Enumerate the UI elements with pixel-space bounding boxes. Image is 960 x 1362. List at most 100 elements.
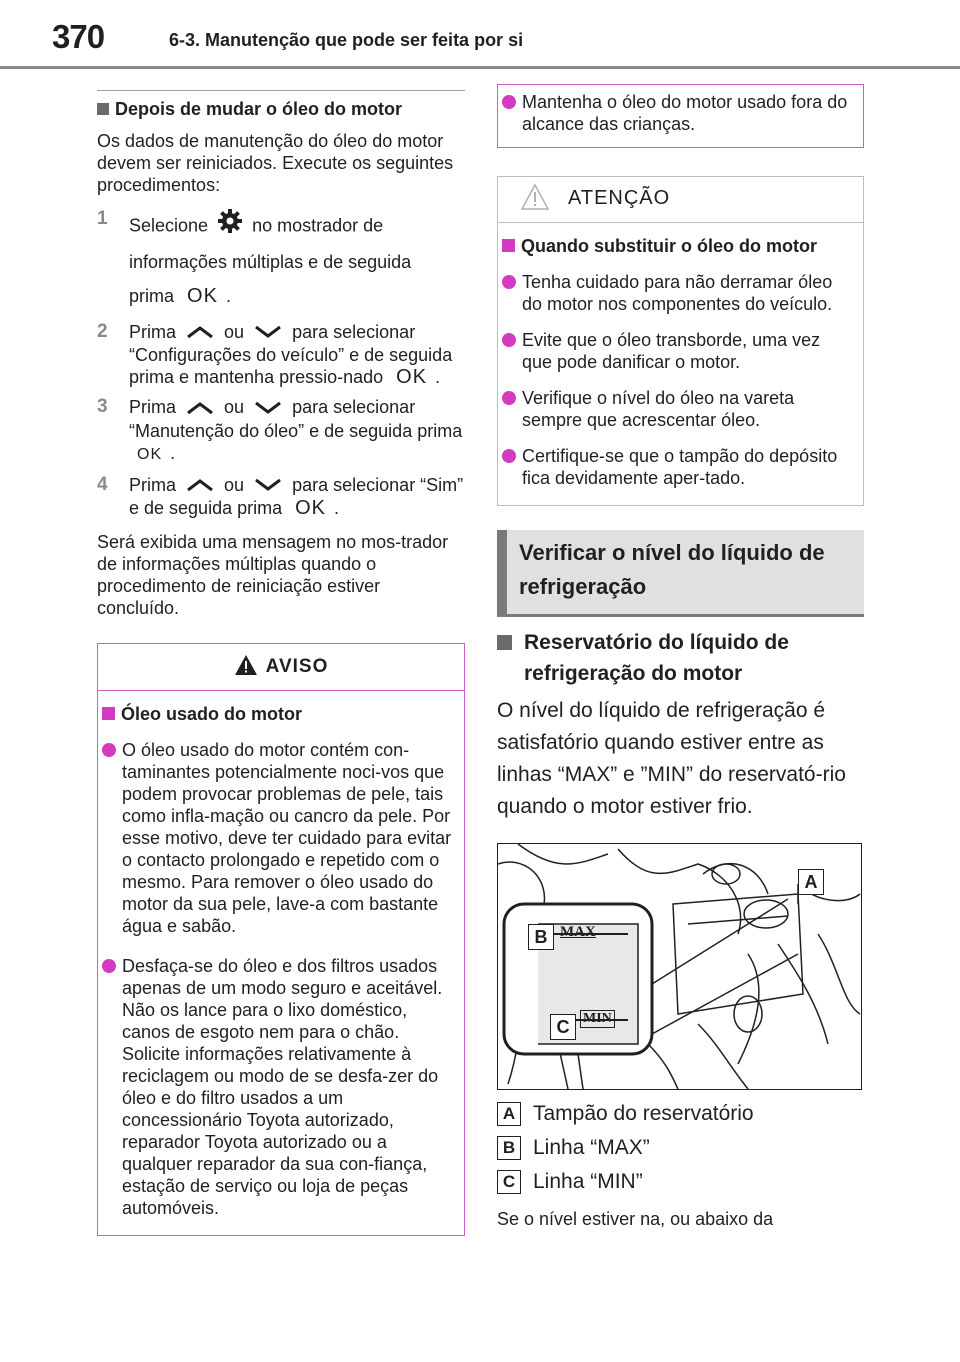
bullet-dot-icon (502, 333, 516, 347)
aviso-title: AVISO (98, 644, 464, 691)
atencao-bullet: Verifique o nível do óleo na vareta semp… (502, 387, 851, 431)
min-marking: MIN (580, 1010, 615, 1028)
atencao-bullet: Tenha cuidado para não derramar óleo do … (502, 271, 851, 315)
step-text: no mostrador de informações múltiplas e … (129, 215, 412, 272)
figure-label-a: A (798, 869, 824, 895)
aviso-bullet-text: Desfaça-se do óleo e dos filtros usados … (122, 955, 443, 1218)
square-bullet-icon (97, 103, 109, 115)
square-bullet-icon (102, 706, 115, 720)
step-text: . (435, 367, 441, 388)
legend-text: Linha “MIN” (533, 1170, 643, 1193)
subsection-heading-text: Reservatório do líquido de refrigeração … (524, 631, 789, 685)
legend-text: Linha “MAX” (533, 1136, 650, 1159)
atencao-heading: Quando substituir o óleo do motor (502, 235, 851, 257)
section-band-title: Verificar o nível do líquido de refriger… (497, 530, 864, 617)
step-2: 2 Prima ou para selecionar “Configuraçõe… (97, 321, 465, 388)
atencao-bullet-text: Tenha cuidado para não derramar óleo do … (522, 272, 833, 314)
aviso-box: AVISO Óleo usado do motor O óleo usado d… (97, 642, 465, 1236)
bullet-dot-icon (502, 275, 516, 289)
ok-button-symbol: OK (295, 496, 327, 519)
atencao-body: Quando substituir o óleo do motor Tenha … (498, 223, 863, 505)
footer-text: Se o nível estiver na, ou abaixo da (497, 1209, 774, 1229)
aviso-body: Óleo usado do motor O óleo usado do moto… (98, 691, 464, 1235)
aviso-bullet-text: Mantenha o óleo do motor usado fora do a… (522, 92, 848, 134)
step-text: Selecione (129, 215, 209, 236)
bullet-dot-icon (102, 742, 116, 757)
aviso-heading-text: Óleo usado do motor (121, 703, 303, 724)
left-column: Depois de mudar o óleo do motor Os dados… (97, 90, 465, 1236)
step-text: ou (224, 474, 245, 495)
figure-label-c: C (550, 1014, 576, 1040)
ok-button-symbol: OK (396, 366, 428, 389)
square-bullet-icon (497, 635, 512, 650)
warning-triangle-icon (234, 654, 258, 682)
step-text: . (334, 497, 340, 518)
bullet-dot-icon (502, 95, 516, 109)
step-text: para selecionar “Configurações do veícul… (129, 322, 453, 388)
aviso-bullet: Desfaça-se do óleo e dos filtros usados … (102, 955, 452, 1219)
step-number: 2 (97, 321, 108, 342)
bullet-dot-icon (502, 449, 516, 463)
legend-key: B (497, 1136, 521, 1160)
aviso-heading: Óleo usado do motor (102, 703, 452, 725)
step-text: ou (224, 322, 245, 342)
figure-label-b: B (528, 924, 554, 950)
right-column: Mantenha o óleo do motor usado fora do a… (497, 84, 864, 1230)
section-heading: Depois de mudar o óleo do motor (97, 90, 465, 120)
atencao-title: ATENÇÃO (498, 177, 863, 223)
step-1: 1 Selecione no mostrador de informações … (97, 208, 465, 313)
chevron-down-icon (253, 322, 283, 344)
bullet-dot-icon (102, 958, 116, 973)
intro-text: Os dados de manutenção do óleo do motor … (97, 131, 454, 195)
chevron-down-icon (253, 475, 283, 497)
coolant-reservoir-figure: A B C MAX MIN (497, 843, 862, 1090)
aviso-title-text: AVISO (265, 655, 329, 677)
chevron-up-icon (185, 475, 215, 497)
warning-triangle-icon (520, 183, 550, 217)
bullet-dot-icon (502, 391, 516, 405)
atencao-bullet-text: Verifique o nível do óleo na vareta semp… (522, 388, 795, 430)
subsection-heading: Reservatório do líquido de refrigeração … (497, 627, 864, 689)
atencao-box: ATENÇÃO Quando substituir o óleo do moto… (497, 176, 864, 506)
square-bullet-icon (502, 239, 515, 252)
step-text: . (225, 286, 231, 306)
page-number: 370 (52, 18, 105, 55)
step-text: prima (129, 286, 175, 306)
aviso-bullet-text: O óleo usado do motor contém con-taminan… (122, 739, 452, 936)
step-3: 3 Prima ou para selecionar “Manutenção d… (97, 396, 465, 465)
chapter-title: 6-3. Manutenção que pode ser feita por s… (169, 30, 524, 50)
atencao-bullet: Evite que o óleo transborde, uma vez que… (502, 329, 851, 373)
atencao-bullet: Certifique-se que o tampão do depósito f… (502, 445, 851, 489)
chevron-up-icon (185, 322, 215, 344)
chevron-up-icon (185, 398, 215, 420)
step-text: Prima (129, 322, 177, 342)
continued-aviso-box: Mantenha o óleo do motor usado fora do a… (497, 84, 864, 148)
outro-text: Será exibida uma mensagem no mos-trador … (97, 531, 449, 618)
step-text: para selecionar “Manutenção do óleo” e d… (129, 397, 463, 441)
step-number: 4 (97, 473, 108, 495)
atencao-title-text: ATENÇÃO (568, 187, 671, 209)
ok-button-symbol: OK (187, 285, 218, 307)
gear-icon (217, 208, 243, 245)
section-heading-text: Depois de mudar o óleo do motor (115, 99, 403, 119)
max-marking: MAX (560, 924, 596, 940)
chevron-down-icon (253, 398, 283, 420)
step-text: . (170, 442, 176, 463)
legend-key: A (497, 1102, 521, 1126)
step-text: ou (224, 397, 245, 418)
ok-button-symbol: OK (137, 445, 163, 463)
step-4: 4 Prima ou para selecionar “Sim” e de se… (97, 474, 465, 519)
legend-key: C (497, 1170, 521, 1194)
legend-item-c: C Linha “MIN” (497, 1170, 864, 1194)
atencao-heading-text: Quando substituir o óleo do motor (521, 236, 817, 256)
step-number: 1 (97, 208, 108, 229)
aviso-bullet: Mantenha o óleo do motor usado fora do a… (502, 91, 851, 135)
aviso-bullet: O óleo usado do motor contém con-taminan… (102, 739, 452, 937)
step-number: 3 (97, 396, 108, 418)
legend-item-b: B Linha “MAX” (497, 1136, 864, 1160)
step-text: Prima (129, 474, 177, 495)
body-text: O nível do líquido de refrigeração é sat… (497, 699, 846, 818)
atencao-bullet-text: Evite que o óleo transborde, uma vez que… (522, 330, 821, 372)
step-text: Prima (129, 397, 177, 418)
